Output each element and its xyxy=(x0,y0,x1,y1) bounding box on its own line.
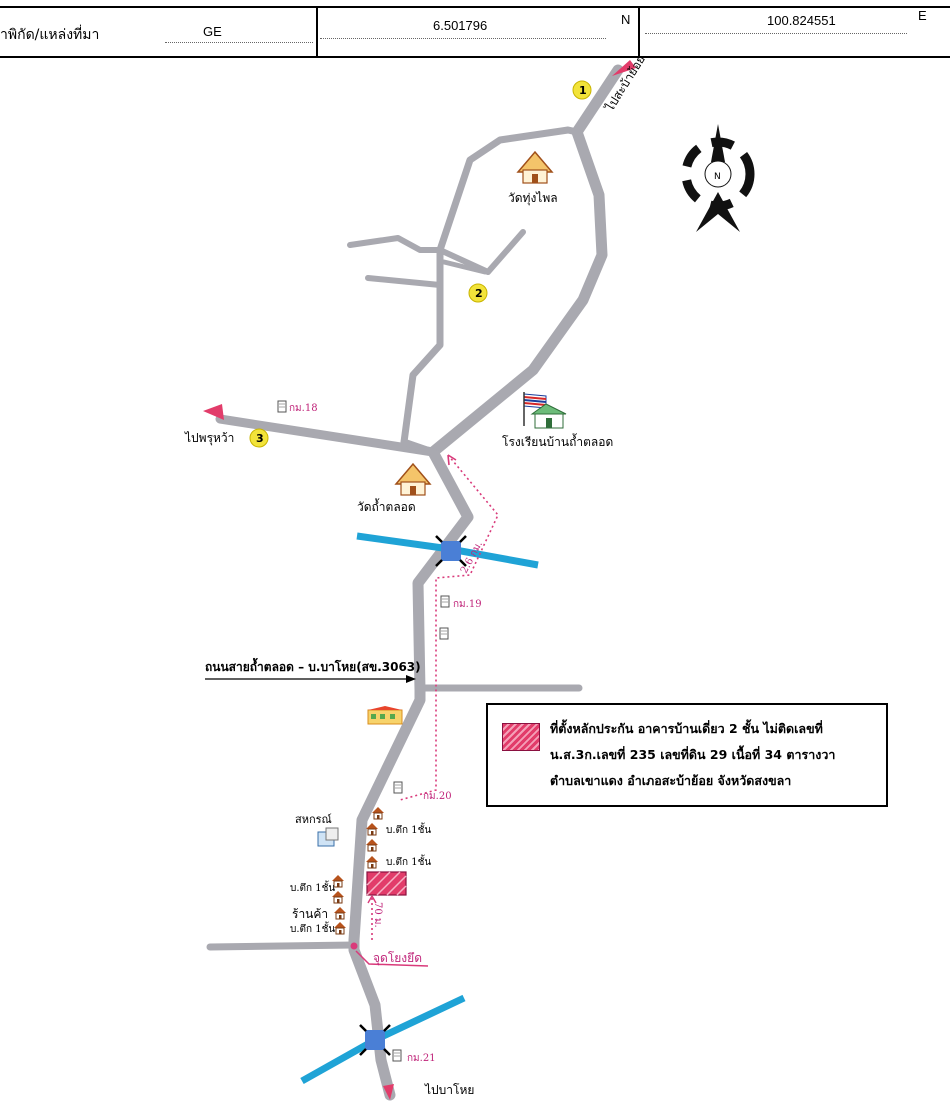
road-pointer-arrow-icon xyxy=(406,675,416,683)
direction-ba-thoi-label: ไปบาโหย xyxy=(424,1083,474,1097)
km-post-icon xyxy=(393,781,403,794)
legend-line-2: น.ส.3ก.เลขที่ 235 เลขที่ดิน 29 เนื้อที่ … xyxy=(550,747,836,762)
road-to-phru-wa xyxy=(215,414,438,457)
km-post-18-label: กม.18 xyxy=(289,403,318,414)
km-post-19-label: กม.19 xyxy=(453,599,482,610)
arrow-to-phru-wa-icon xyxy=(203,404,224,420)
main-road-south xyxy=(348,446,474,1101)
house-icon xyxy=(365,838,379,852)
km-post-21-label: กม.21 xyxy=(407,1053,436,1064)
legend-line-3: ตำบลเขาแดง อำเภอสะบ้าย้อย จังหวัดสงขลา xyxy=(550,773,792,788)
km-post-icon xyxy=(440,595,450,608)
compass-north-label: N xyxy=(714,172,721,182)
house-label: บ.ตึก 1ชั้น xyxy=(386,854,431,868)
house-icon xyxy=(365,855,379,869)
bridge-icon xyxy=(435,535,467,567)
inner-road xyxy=(400,126,581,456)
legend-box: ที่ตั้งหลักประกัน อาคารบ้านเดี่ยว 2 ชั้น… xyxy=(486,703,888,807)
coordinates-header: าพิกัด/แหล่งที่มา GE 6.501796 N 100.8245… xyxy=(0,0,950,58)
reference-point-label: จุดโยงยึด xyxy=(373,951,422,966)
property-swatch-icon xyxy=(502,723,540,751)
legend-line-1: ที่ตั้งหลักประกัน อาคารบ้านเดี่ยว 2 ชั้น… xyxy=(550,721,823,736)
arrow-to-saba-yoi-icon xyxy=(612,60,636,76)
reference-point-pointer xyxy=(355,950,429,967)
road-name-label: ถนนสายถ้ำตลอด – บ.บาโหย(สข.3063) xyxy=(205,657,421,674)
km-post-icon xyxy=(392,1049,402,1062)
route-dotted-line xyxy=(399,454,499,801)
latitude-value: 6.501796 xyxy=(433,18,488,33)
marker-2: 2 xyxy=(468,283,488,303)
source-value: GE xyxy=(203,24,222,39)
marker-1: 1 xyxy=(572,80,592,100)
house-icon xyxy=(365,822,379,836)
house-label: บ.ตึก 1ชั้น xyxy=(290,880,335,894)
svg-text:2: 2 xyxy=(475,287,483,300)
building-icon xyxy=(367,706,403,725)
temple-icon xyxy=(394,462,432,496)
side-road xyxy=(206,941,358,951)
arrow-to-ba-thoi-icon xyxy=(383,1084,394,1100)
house-label: บ.ตึก 1ชั้น xyxy=(290,921,335,935)
side-road xyxy=(437,229,526,275)
school-icon xyxy=(523,392,567,429)
reference-point-icon xyxy=(350,942,358,950)
temple-tham-talod-label: วัดถ้ำตลอด xyxy=(357,498,416,514)
temple-thung-phlai-label: วัดทุ่งไพล xyxy=(508,191,558,206)
svg-text:3: 3 xyxy=(256,432,264,445)
compass-rose-icon xyxy=(681,124,755,232)
house-icon xyxy=(371,806,385,820)
side-road xyxy=(365,275,443,288)
school-label: โรงเรียนบ้านถ้ำตลอด xyxy=(502,433,613,449)
cooperative-building-icon xyxy=(317,827,339,847)
marker-3: 3 xyxy=(249,428,269,448)
longitude-value: 100.824551 xyxy=(767,13,836,28)
coordinate-source-label: าพิกัด/แหล่งที่มา xyxy=(0,27,100,43)
svg-text:1: 1 xyxy=(579,84,587,97)
side-road xyxy=(441,259,488,275)
property-location-marker xyxy=(366,871,407,896)
house-icon xyxy=(333,906,347,920)
side-road xyxy=(347,235,443,253)
house-icon xyxy=(333,921,347,935)
route-arrow-icon xyxy=(447,454,457,466)
direction-phru-wa-label: ไปพรุหว้า xyxy=(184,431,234,446)
route-arrow-icon xyxy=(367,895,377,904)
km-post-icon xyxy=(277,400,287,413)
temple-icon xyxy=(516,150,554,184)
cooperative-label: สหกรณ์ xyxy=(295,813,332,826)
house-label: บ.ตึก 1ชั้น xyxy=(386,822,431,836)
distance-70m-label: 70 ม. xyxy=(372,902,383,928)
shop-label: ร้านค้า xyxy=(292,907,328,921)
km-post-icon xyxy=(439,627,449,640)
km-post-20-label: กม.20 xyxy=(423,791,452,802)
latitude-direction: N xyxy=(621,12,631,27)
bridge-icon xyxy=(359,1024,391,1056)
longitude-direction: E xyxy=(918,8,927,23)
